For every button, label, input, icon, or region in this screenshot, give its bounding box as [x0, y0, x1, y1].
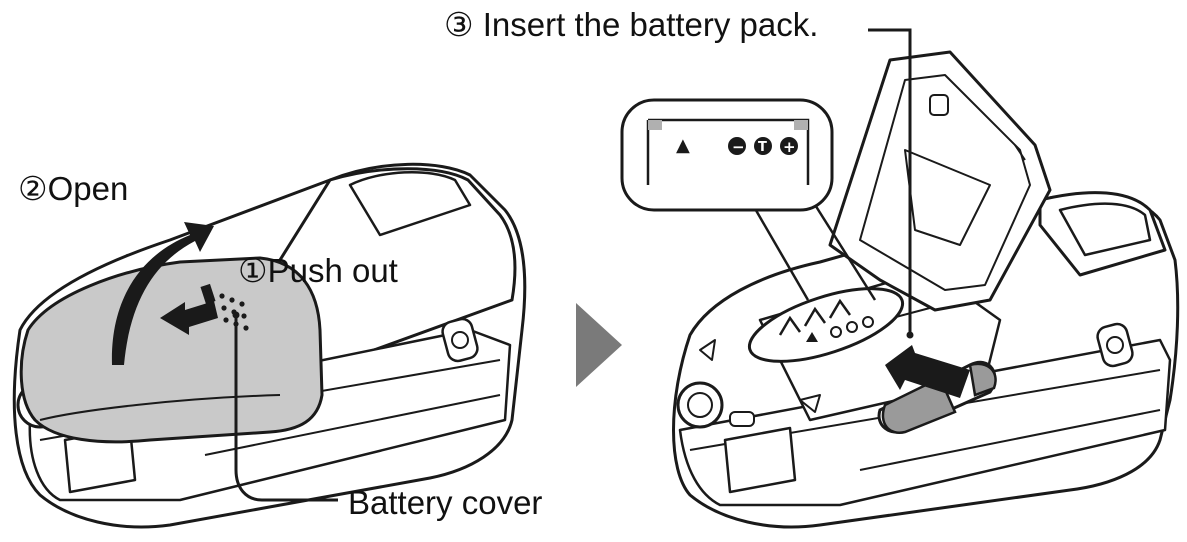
step-open-label: ②Open: [18, 170, 129, 207]
svg-text:+: +: [783, 138, 796, 156]
terminal-arrow-symbol: ▲: [676, 135, 690, 156]
terminal-minus-icon: [728, 137, 746, 155]
terminal-plus-icon: [780, 137, 798, 155]
svg-text:−: −: [732, 138, 745, 156]
terminal-t-icon: [754, 137, 772, 155]
svg-text:T: T: [758, 140, 767, 155]
insert-leader: [868, 28, 912, 335]
next-step-arrow: [576, 303, 622, 387]
insert-arrow: [885, 345, 970, 398]
open-arrow: [111, 222, 214, 365]
step-push-out-label: ①Push out: [238, 252, 398, 289]
battery-cover-leader: [234, 315, 338, 502]
battery-cover-label: Battery cover: [348, 484, 543, 521]
opened-cover-door: [828, 50, 1052, 312]
push-out-arrow: [160, 301, 218, 335]
battery-cover-shape: [19, 256, 324, 444]
terminal-magnifier: ▲ − T +: [620, 98, 877, 301]
contact-oval: [747, 287, 905, 363]
step-insert-label: ③ Insert the battery pack.: [444, 6, 819, 43]
